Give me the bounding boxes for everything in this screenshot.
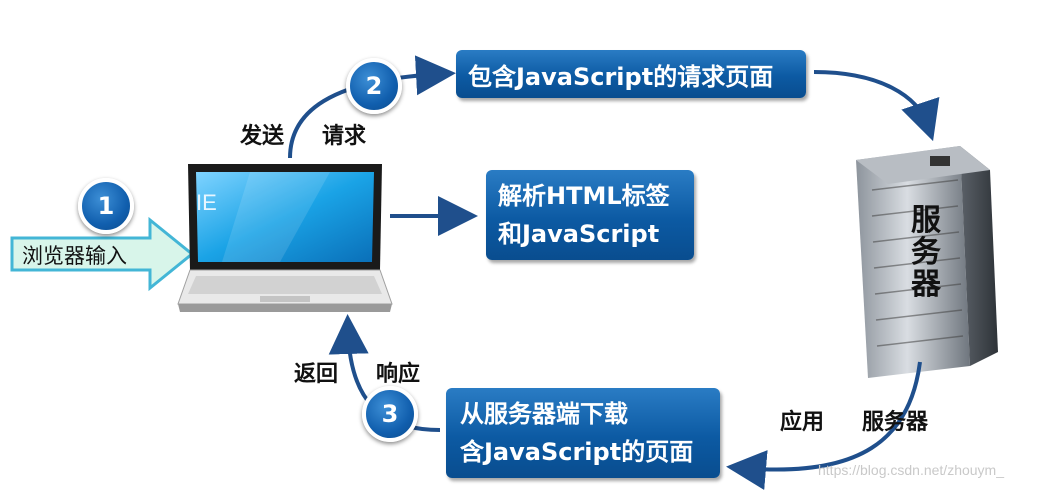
browser-input-label: 浏览器输入 bbox=[22, 244, 127, 268]
step-3-badge: 3 bbox=[362, 386, 418, 442]
watermark: https://blog.csdn.net/zhouym_ bbox=[818, 462, 1004, 478]
request-page-text: 包含JavaScript的请求页面 bbox=[468, 62, 774, 91]
server-char-1: 服 bbox=[911, 203, 941, 238]
server-char-3: 器 bbox=[911, 267, 941, 302]
server-vertical-label: 服 务 器 bbox=[906, 205, 946, 301]
server-char-2: 务 bbox=[911, 235, 941, 270]
parse-line-1: 解析HTML标签 bbox=[498, 182, 670, 210]
parse-line-2: 和JavaScript bbox=[498, 220, 660, 248]
parse-box: 解析HTML标签 和JavaScript bbox=[486, 170, 694, 260]
request-page-box: 包含JavaScript的请求页面 bbox=[456, 50, 806, 98]
download-line-2: 含JavaScript的页面 bbox=[460, 438, 694, 466]
request-label: 请求 bbox=[322, 124, 367, 149]
send-request-arrow bbox=[288, 55, 456, 159]
step-2-badge: 2 bbox=[346, 58, 402, 114]
return-label: 返回 bbox=[294, 362, 339, 387]
server-response-arrow bbox=[726, 361, 922, 490]
download-box: 从服务器端下载 含JavaScript的页面 bbox=[446, 388, 720, 478]
app-server-label: 应用 bbox=[780, 410, 825, 435]
send-label: 发送 bbox=[240, 124, 285, 149]
to-server-arrow bbox=[813, 70, 940, 142]
laptop-icon bbox=[177, 164, 393, 312]
ie-screen-label: IE bbox=[196, 190, 217, 215]
browser-input-arrow bbox=[10, 216, 195, 292]
step-1-badge: 1 bbox=[78, 178, 134, 234]
download-line-1: 从服务器端下载 bbox=[460, 400, 628, 428]
response-label: 响应 bbox=[376, 362, 421, 387]
server-word-label: 服务器 bbox=[862, 410, 929, 435]
server-icon bbox=[856, 146, 998, 378]
